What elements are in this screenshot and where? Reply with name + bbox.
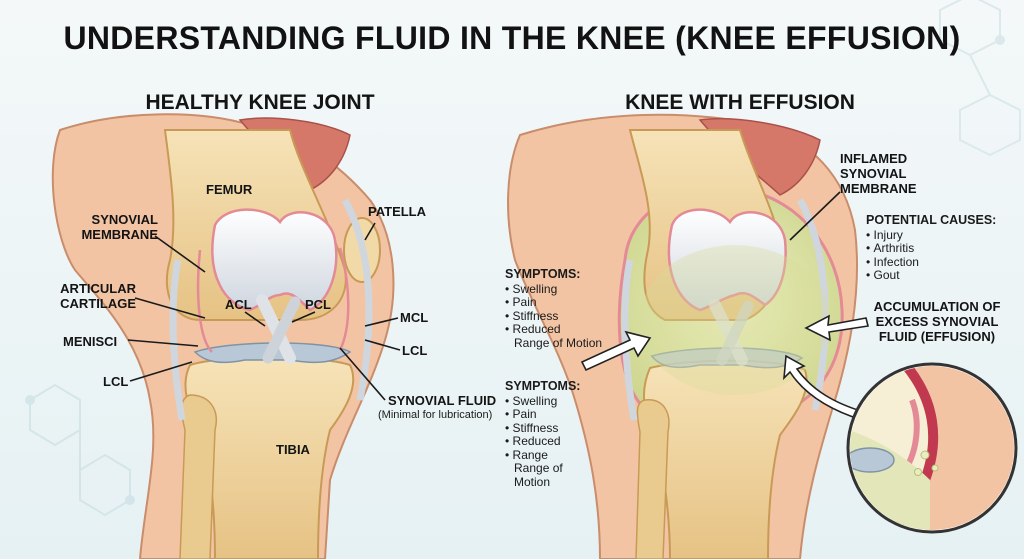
symptom-item: Reduced <box>505 434 580 449</box>
symptom-item: Stiffness <box>505 421 580 436</box>
cause-item: Gout <box>866 268 996 283</box>
zoom-inset <box>846 362 1018 534</box>
effusion-knee-illustration <box>507 113 859 559</box>
healthy-pcl <box>262 296 301 364</box>
label-menisci: MENISCI <box>63 334 118 349</box>
label-lcl-left: LCL <box>103 374 129 389</box>
effusion-fibula <box>635 399 670 559</box>
molecule-decoration-right <box>939 0 1021 157</box>
effusion-femoral-cartilage <box>667 208 787 312</box>
symptom-item: Swelling <box>505 282 602 297</box>
label-femur: FEMUR <box>206 182 253 197</box>
label-articular-cartilage: ARTICULAR CARTILAGE <box>50 281 136 311</box>
effusion-pcl <box>716 300 754 366</box>
healthy-fibula <box>179 394 217 559</box>
label-accumulation-line3: FLUID (EFFUSION) <box>878 329 996 344</box>
label-articular-cartilage-line1: ARTICULAR <box>60 281 136 296</box>
label-pcl: PCL <box>305 297 331 312</box>
label-tibia: TIBIA <box>276 442 310 457</box>
cause-item: Infection <box>866 255 996 270</box>
label-accumulation: ACCUMULATION OF EXCESS SYNOVIAL FLUID (E… <box>862 299 1012 344</box>
potential-causes-heading: POTENTIAL CAUSES: <box>866 213 997 227</box>
effusion-leader-lines <box>789 191 841 241</box>
symptom-item: Pain <box>505 295 602 310</box>
symptom-item: Reduced <box>505 322 602 337</box>
page-title: UNDERSTANDING FLUID IN THE KNEE (KNEE EF… <box>63 20 961 56</box>
label-synovial-membrane: SYNOVIAL MEMBRANE <box>72 212 158 242</box>
effusion-acl <box>709 299 748 366</box>
healthy-mcl-ligament <box>341 198 373 401</box>
label-inflamed-line3: MEMBRANE <box>840 181 917 196</box>
label-articular-cartilage-line2: CARTILAGE <box>60 296 136 311</box>
label-synovial-membrane-line2: MEMBRANE <box>81 227 158 242</box>
symptom-continuation: Range of <box>514 461 563 475</box>
label-synovial-fluid-note: (Minimal for lubrication) <box>378 409 493 421</box>
healthy-synovial-membrane <box>196 247 350 353</box>
label-mcl: MCL <box>400 310 429 325</box>
effusion-mcl-ligament <box>796 198 829 411</box>
symptoms-bottom-heading: SYMPTOMS: <box>505 379 581 393</box>
symptoms-top-heading: SYMPTOMS: <box>505 267 581 281</box>
symptoms-bottom: SYMPTOMS: Swelling Pain Stiffness Reduce… <box>505 379 581 489</box>
healthy-leader-lines <box>127 222 401 401</box>
label-patella: PATELLA <box>368 204 427 219</box>
symptom-item: Pain <box>505 407 580 422</box>
symptom-continuation: Range of Motion <box>514 335 603 350</box>
effusion-heading: KNEE WITH EFFUSION <box>625 91 855 114</box>
healthy-lcl-ligament <box>169 259 186 421</box>
healthy-heading: HEALTHY KNEE JOINT <box>145 91 375 114</box>
label-accumulation-line2: EXCESS SYNOVIAL <box>875 314 999 329</box>
cause-item: Arthritis <box>866 241 996 256</box>
effusion-lcl-ligament <box>621 259 638 421</box>
potential-causes: POTENTIAL CAUSES: Injury Arthritis Infec… <box>866 213 997 283</box>
symptom-item: Swelling <box>505 394 580 409</box>
label-acl: ACL <box>225 297 252 312</box>
healthy-knee-illustration <box>51 113 395 559</box>
molecule-decoration-left <box>25 383 135 517</box>
arrow-accumulation-to-fluid <box>804 314 869 342</box>
symptom-continuation: Motion <box>514 474 551 489</box>
symptom-item: Stiffness <box>505 309 602 324</box>
cause-item: Injury <box>866 228 996 243</box>
effusion-excess-fluid <box>640 245 830 395</box>
healthy-femoral-cartilage <box>211 208 338 312</box>
arrow-symptoms-to-knee <box>580 330 652 372</box>
label-lcl-right: LCL <box>402 343 428 358</box>
label-synovial-fluid: SYNOVIAL FLUID <box>388 393 497 408</box>
symptom-item: Range <box>505 448 580 463</box>
label-inflamed-synovial-membrane: INFLAMED SYNOVIAL MEMBRANE <box>840 151 917 196</box>
label-inflamed-line1: INFLAMED <box>840 151 908 166</box>
label-synovial-membrane-line1: SYNOVIAL <box>91 212 158 227</box>
symptoms-top: SYMPTOMS: Swelling Pain Stiffness Reduce… <box>505 267 603 350</box>
label-inflamed-line2: SYNOVIAL <box>840 166 907 181</box>
label-accumulation-line1: ACCUMULATION OF <box>873 299 1001 314</box>
